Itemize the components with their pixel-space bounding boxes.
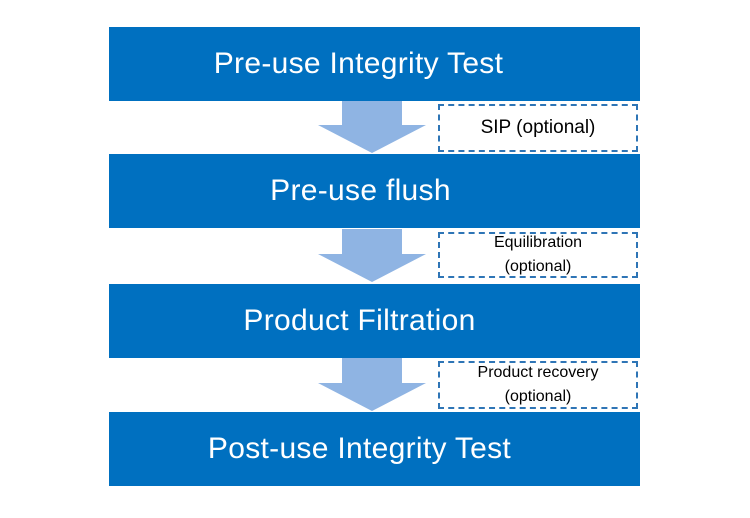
note-line: SIP (optional) [480, 117, 596, 138]
step-post-use-integrity-test: Post-use Integrity Test [109, 412, 640, 486]
step-pre-use-flush: Pre-use flush [109, 154, 640, 228]
note-product-recovery-optional: Product recovery (optional) [438, 361, 638, 409]
step-label: Pre-use Integrity Test [213, 47, 504, 80]
step-label: Pre-use flush [270, 174, 451, 207]
down-arrow-icon [318, 101, 426, 153]
down-arrow-icon [318, 358, 426, 411]
note-line: Product recovery [477, 364, 599, 381]
note-sip-optional: SIP (optional) [438, 104, 638, 152]
step-pre-use-integrity-test: Pre-use Integrity Test [109, 27, 640, 101]
step-label: Post-use Integrity Test [207, 432, 512, 465]
note-line: Equilibration [493, 234, 583, 251]
step-product-filtration: Product Filtration [109, 284, 640, 358]
down-arrow-icon [318, 229, 426, 282]
note-equilibration-optional: Equilibration (optional) [438, 232, 638, 278]
note-line: (optional) [504, 388, 572, 405]
note-line: (optional) [504, 258, 572, 275]
step-label: Product Filtration [243, 304, 476, 337]
